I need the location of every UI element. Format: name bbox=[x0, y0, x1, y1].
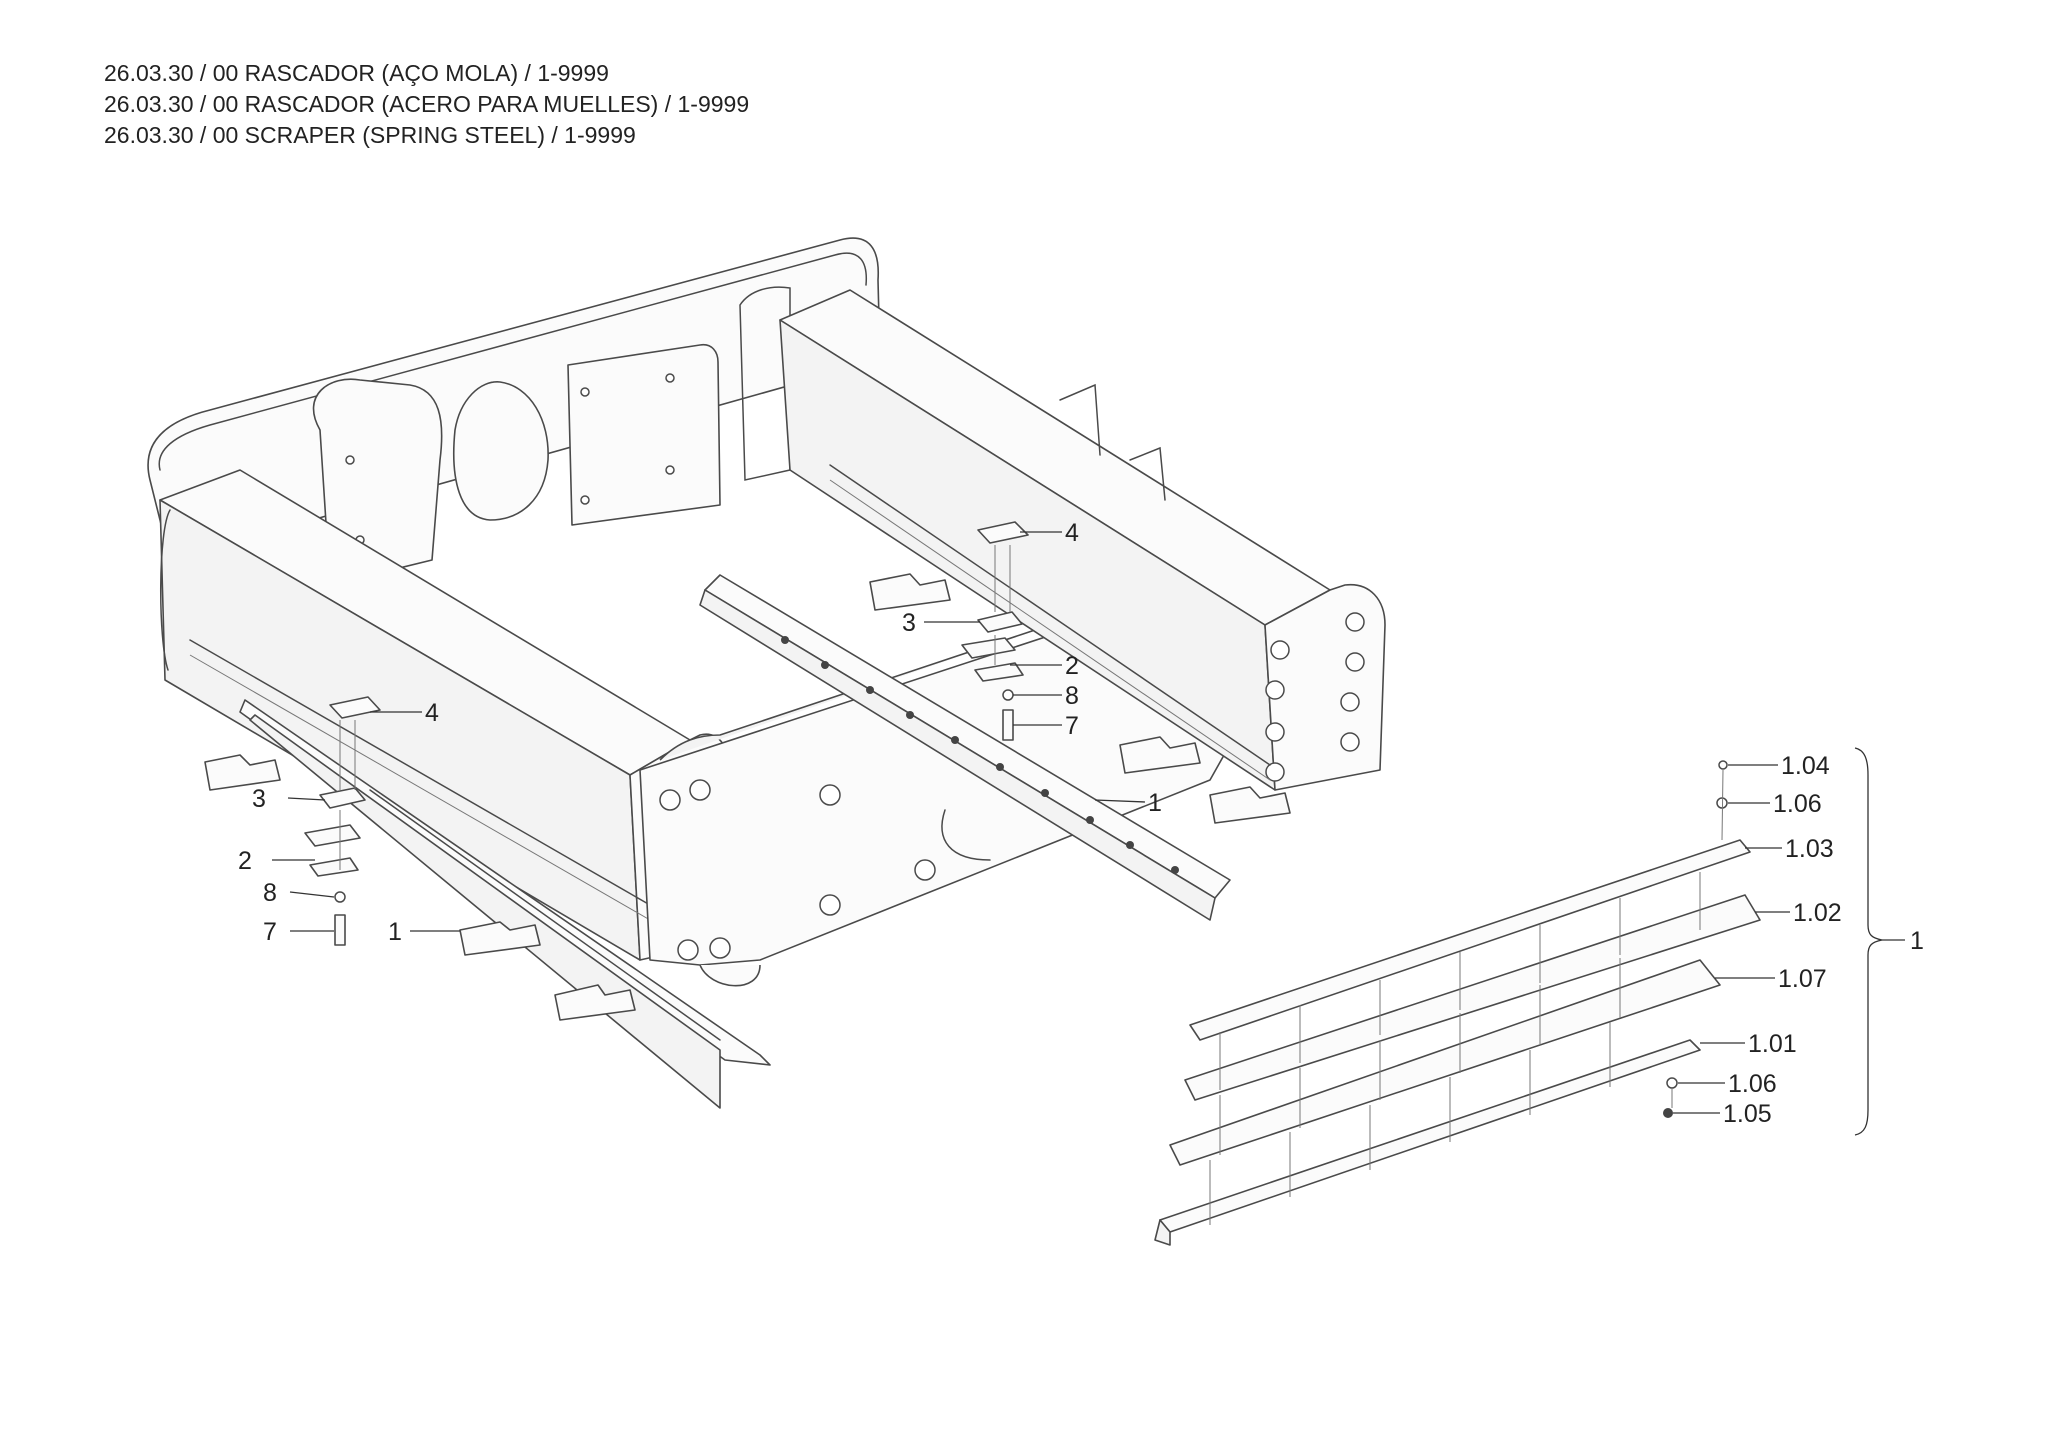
left-clamp-plate-4 bbox=[329, 696, 381, 719]
right-beam-teeth bbox=[829, 464, 1271, 781]
callout-right-1: 1 bbox=[1148, 789, 1162, 817]
detail-nut-1-05 bbox=[1663, 1108, 1673, 1118]
callout-labels: 4 3 2 8 7 1 4 3 2 8 7 1 1.04 1.06 1.03 1… bbox=[238, 519, 1924, 1128]
machine-frame bbox=[147, 237, 1386, 987]
title-spanish: 26.03.30 / 00 RASCADOR (ACERO PARA MUELL… bbox=[104, 91, 750, 117]
left-clamp-plate-3 bbox=[319, 787, 366, 809]
callout-1-06-top: 1.06 bbox=[1773, 790, 1822, 818]
right-bolt-7 bbox=[1002, 709, 1014, 741]
title-portuguese: 26.03.30 / 00 RASCADOR (AÇO MOLA) / 1-99… bbox=[104, 60, 609, 86]
callout-right-4: 4 bbox=[1065, 519, 1079, 547]
detail-plate-1-03 bbox=[1189, 839, 1751, 1041]
callout-right-3: 3 bbox=[902, 609, 916, 637]
callout-right-8: 8 bbox=[1065, 682, 1079, 710]
scraper-exploded-detail bbox=[1154, 760, 1761, 1246]
right-pad-2 bbox=[961, 637, 1016, 659]
title-english: 26.03.30 / 00 SCRAPER (SPRING STEEL) / 1… bbox=[104, 122, 636, 148]
leader-lines bbox=[272, 531, 1905, 1136]
callout-1-02: 1.02 bbox=[1793, 899, 1842, 927]
left-scraper-assembly bbox=[204, 696, 771, 1109]
callout-1-05: 1.05 bbox=[1723, 1100, 1772, 1128]
callout-1-04: 1.04 bbox=[1781, 752, 1830, 780]
group-bracket bbox=[1854, 747, 1883, 1136]
callout-right-2: 2 bbox=[1065, 652, 1079, 680]
callout-1-03: 1.03 bbox=[1785, 835, 1834, 863]
callout-left-1: 1 bbox=[388, 918, 402, 946]
right-spacer-2 bbox=[974, 662, 1024, 682]
left-spacer-2 bbox=[309, 857, 359, 877]
callout-left-3: 3 bbox=[252, 785, 266, 813]
detail-washer-1-06-bottom bbox=[1666, 1077, 1678, 1089]
right-scraper-bolt-holes bbox=[781, 636, 1179, 874]
right-washer-8 bbox=[1002, 689, 1014, 701]
callout-right-7: 7 bbox=[1065, 712, 1079, 740]
callout-group-1: 1 bbox=[1910, 927, 1924, 955]
right-clamp-plate-3 bbox=[977, 611, 1023, 633]
left-beam-teeth bbox=[189, 639, 651, 921]
callout-1-07: 1.07 bbox=[1778, 965, 1827, 993]
callout-1-06-bottom: 1.06 bbox=[1728, 1070, 1777, 1098]
callout-left-7: 7 bbox=[263, 918, 277, 946]
drawing-title-block: 26.03.30 / 00 RASCADOR (AÇO MOLA) / 1-99… bbox=[104, 58, 749, 151]
detail-plate-1-07 bbox=[1169, 959, 1721, 1166]
callout-left-4: 4 bbox=[425, 699, 439, 727]
right-clamp-plate-4 bbox=[977, 521, 1029, 544]
left-bolt-7 bbox=[334, 914, 346, 946]
left-pad-2 bbox=[304, 824, 361, 847]
callout-left-8: 8 bbox=[263, 879, 277, 907]
callout-1-01: 1.01 bbox=[1748, 1030, 1797, 1058]
left-washer-8 bbox=[334, 891, 346, 903]
detail-screw-1-04 bbox=[1718, 760, 1728, 770]
right-scraper-assembly bbox=[699, 521, 1291, 921]
callout-left-2: 2 bbox=[238, 847, 252, 875]
detail-plate-1-02 bbox=[1184, 894, 1761, 1101]
